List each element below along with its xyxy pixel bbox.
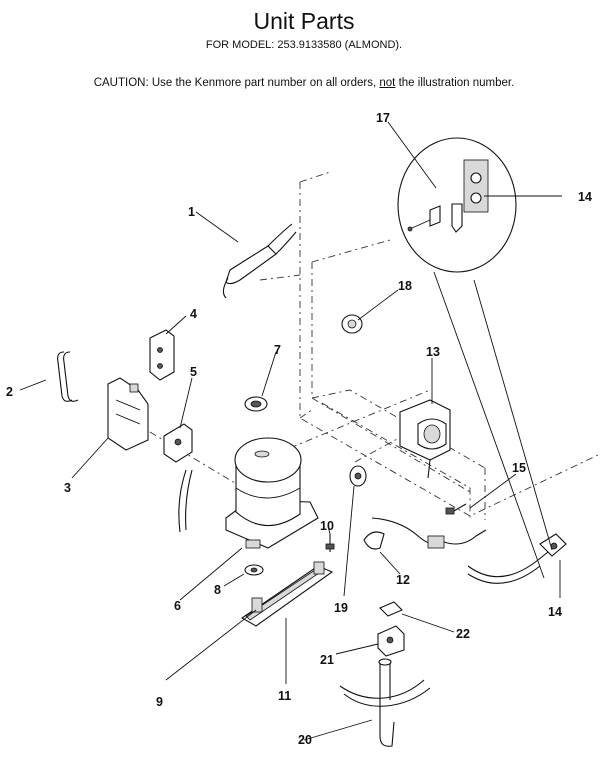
model-line: FOR MODEL: 253.9133580 (ALMOND). [205, 39, 403, 51]
callout-8: 8 [214, 583, 221, 597]
part-1-drier [222, 223, 297, 299]
part-14-power-cord [467, 533, 567, 584]
part-3-relay [107, 377, 149, 451]
page-title: Unit Parts [253, 8, 355, 34]
part-13-fan-motor [399, 399, 451, 479]
callout-4: 4 [190, 307, 197, 321]
part-11-base-rail [240, 561, 334, 627]
part-18-grommet [341, 314, 363, 334]
callout-11: 11 [278, 689, 291, 703]
part-21-block [377, 625, 405, 657]
callout-9: 9 [156, 695, 163, 709]
callout-14-bottom: 14 [548, 605, 562, 619]
part-12-clamp [363, 517, 487, 550]
part-15-screw [445, 503, 467, 515]
callout-3: 3 [64, 481, 71, 495]
callout-10: 10 [320, 519, 334, 533]
caution-prefix: CAUTION: Use the Kenmore part number on … [93, 77, 380, 89]
callout-1: 1 [188, 205, 195, 219]
callout-14-top: 14 [578, 190, 592, 204]
callout-19: 19 [334, 601, 348, 615]
callout-18: 18 [398, 279, 412, 293]
part-2-clip [57, 351, 79, 402]
detail-circle-17 [397, 137, 517, 273]
part-4-bracket [149, 329, 175, 381]
callout-6: 6 [174, 599, 181, 613]
callout-15: 15 [512, 461, 526, 475]
part-22-clip [379, 601, 403, 617]
callout-22: 22 [456, 627, 470, 641]
callout-13: 13 [426, 345, 440, 359]
part-19-part [349, 465, 367, 487]
wire-harness-2 [185, 469, 193, 531]
callout-21: 21 [320, 653, 334, 667]
caution-suffix: the illustration number. [395, 77, 515, 89]
part-7-grommet [244, 396, 268, 412]
part-5-cover [163, 423, 193, 463]
callout-labels: 1 2 3 4 5 6 7 8 9 10 11 12 13 14 14 15 1… [6, 111, 592, 747]
part-20-drain-tube [339, 658, 431, 747]
part-6-compressor [225, 437, 319, 549]
caution-note: CAUTION: Use the Kenmore part number on … [0, 77, 608, 89]
callout-2: 2 [6, 385, 13, 399]
leader-lines [19, 121, 562, 741]
callout-5: 5 [190, 365, 197, 379]
callout-7: 7 [274, 343, 281, 357]
caution-emphasis: not [379, 77, 396, 89]
callout-20: 20 [298, 733, 312, 747]
wire-harness [178, 469, 187, 533]
callout-17: 17 [376, 111, 390, 125]
part-8-washer [244, 564, 264, 576]
cabinet-outline [299, 171, 599, 520]
part-10-screw [325, 534, 335, 552]
callout-12: 12 [396, 573, 410, 587]
